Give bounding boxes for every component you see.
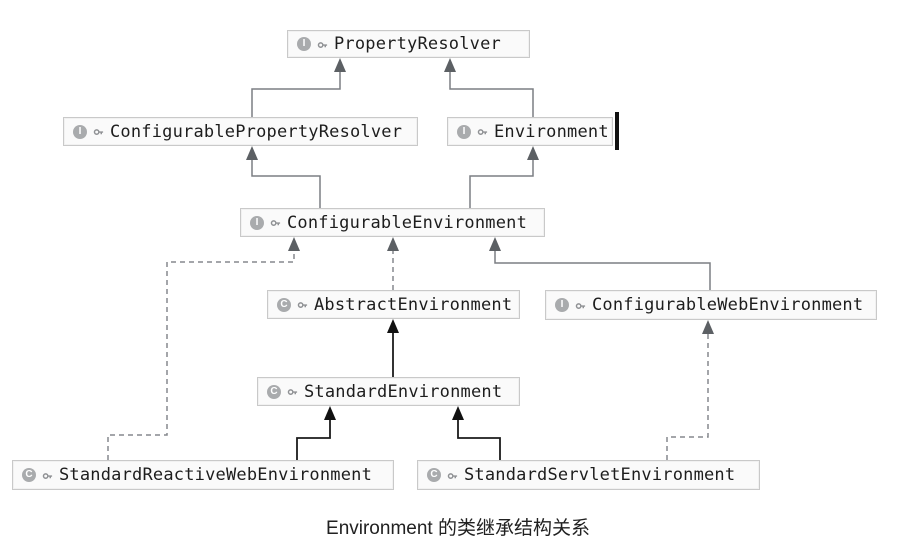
key-icon [297,299,308,310]
interface-icon: I [73,124,87,139]
key-icon [477,126,488,137]
class-name: StandardEnvironment [304,381,503,402]
node-standard-environment[interactable]: C StandardEnvironment [257,377,520,406]
arrowhead [452,406,464,420]
class-name: AbstractEnvironment [314,294,513,315]
edge-sse-to-se [457,420,501,460]
text-caret [615,112,619,150]
node-configurable-property-resolver[interactable]: I ConfigurablePropertyResolver [63,117,418,146]
edge-env-to-pr [449,71,534,117]
key-icon [317,39,328,50]
class-name: ConfigurablePropertyResolver [110,121,403,142]
arrowhead [489,237,501,251]
arrowhead [246,146,258,160]
class-icon: C [427,468,441,482]
edge-ce-to-cpr [251,159,321,208]
arrowhead [387,319,399,333]
class-name: ConfigurableWebEnvironment [592,295,864,315]
edge-srwe-to-se [296,420,331,460]
node-standard-servlet-environment[interactable]: C StandardServletEnvironment [417,460,760,490]
node-configurable-environment[interactable]: I ConfigurableEnvironment [240,208,545,237]
node-property-resolver[interactable]: I PropertyResolver [287,30,530,58]
edge-sse-to-cwe [666,334,709,460]
arrowhead [527,146,539,160]
arrowhead [334,58,346,72]
class-icon: C [267,384,281,399]
key-icon [447,470,458,481]
key-icon [42,470,53,481]
interface-icon: I [457,124,471,139]
key-icon [575,300,586,311]
node-configurable-web-environment[interactable]: I ConfigurableWebEnvironment [545,290,877,320]
class-name: StandardServletEnvironment [464,465,736,485]
key-icon [270,217,281,228]
arrowhead [444,58,456,72]
arrowhead [324,406,336,420]
class-icon: C [277,297,291,312]
edge-cwe-to-ce [494,251,711,290]
key-icon [93,126,104,137]
class-name: StandardReactiveWebEnvironment [59,465,373,485]
arrowhead [387,237,399,251]
interface-icon: I [250,215,264,230]
edge-cpr-to-pr [251,71,341,117]
interface-icon: I [555,298,569,312]
class-name: PropertyResolver [334,34,501,54]
node-standard-reactive-web-environment[interactable]: C StandardReactiveWebEnvironment [12,460,394,490]
key-icon [287,386,298,397]
edge-ce-to-env [469,159,534,208]
node-environment[interactable]: I Environment [447,117,613,146]
node-abstract-environment[interactable]: C AbstractEnvironment [267,290,520,319]
class-name: Environment [494,121,609,142]
class-name: ConfigurableEnvironment [287,212,528,233]
edge-srwe-to-ce [107,251,295,460]
class-icon: C [22,468,36,482]
arrowhead [702,320,714,334]
diagram-caption: Environment 的类继承结构关系 [326,518,590,539]
interface-icon: I [297,37,311,51]
arrowhead [288,237,300,251]
